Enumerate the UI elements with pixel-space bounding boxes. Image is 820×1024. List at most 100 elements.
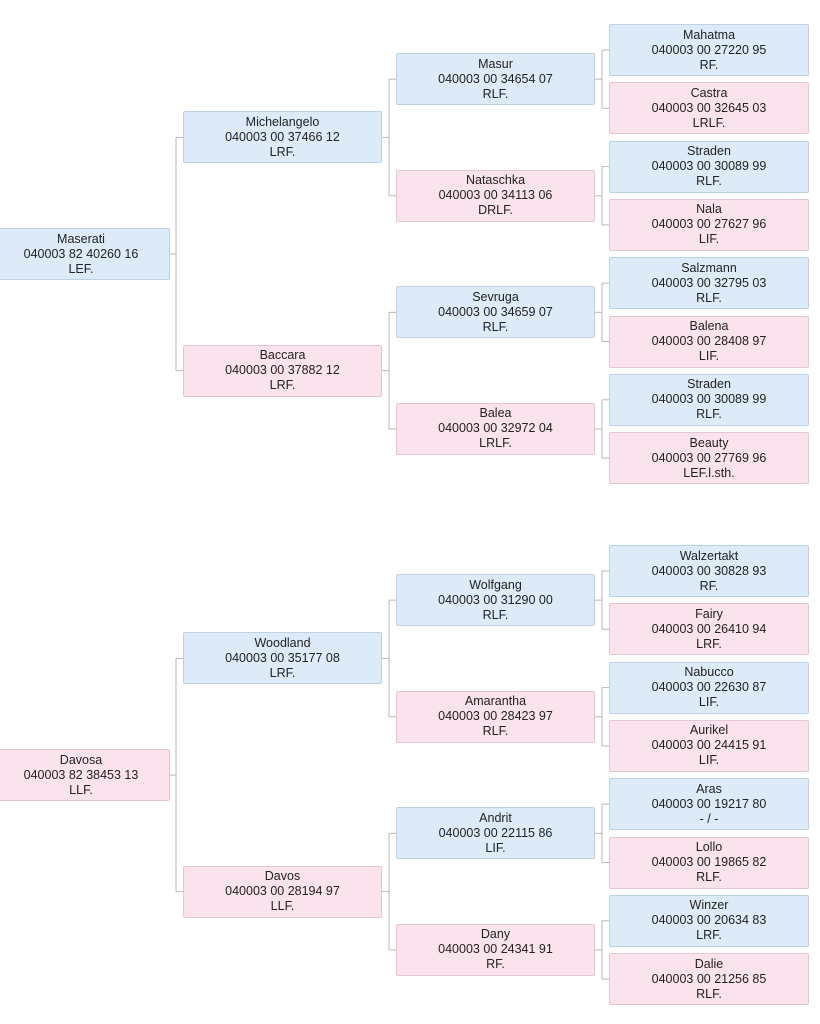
node-code: LRF.	[269, 378, 296, 393]
node-code: LRF.	[269, 144, 296, 159]
node-number: 040003 00 28423 97	[438, 709, 553, 724]
node-name: Balea	[479, 406, 512, 421]
node-name: Davosa	[59, 752, 103, 767]
node-name: Beauty	[689, 435, 729, 450]
node-number: 040003 00 20634 83	[651, 913, 767, 928]
node-name: Fairy	[695, 606, 723, 621]
node-number: 040003 00 22115 86	[438, 825, 553, 840]
node-code: LEF.	[68, 261, 94, 276]
node-number: 040003 00 37466 12	[225, 129, 340, 144]
node-number: 040003 00 32795 03	[651, 275, 767, 290]
node-code: LRF.	[696, 928, 722, 943]
node-number: 040003 00 27220 95	[651, 42, 767, 57]
node-code: RLF.	[696, 174, 722, 189]
node-code: RLF.	[696, 290, 722, 305]
node-name: Aras	[696, 781, 722, 796]
node-number: 040003 00 21256 85	[651, 971, 767, 986]
node-code: LLF.	[69, 782, 93, 797]
node-code: RLF.	[482, 607, 509, 622]
node-number: 040003 00 28194 97	[225, 884, 340, 899]
node-code: LRF.	[269, 665, 296, 680]
node-name: Amarantha	[464, 694, 527, 709]
node-number: 040003 00 22630 87	[651, 680, 767, 695]
node-name: Nataschka	[465, 173, 526, 188]
node-code: RF.	[699, 578, 719, 593]
node-number: 040003 00 27627 96	[651, 217, 767, 232]
node-name: Salzmann	[681, 260, 737, 275]
node-name: Winzer	[689, 898, 729, 913]
node-code: RLF.	[482, 86, 509, 101]
node-number: 040003 00 24415 91	[651, 738, 767, 753]
node-code: RLF.	[696, 986, 722, 1001]
node-number: 040003 00 24341 91	[438, 942, 553, 957]
node-name: Wolfgang	[469, 577, 522, 592]
node-code: LRLF.	[479, 436, 512, 451]
node-code: LIF.	[485, 840, 506, 855]
node-number: 040003 82 40260 16	[23, 246, 139, 261]
node-code: LEF.l.sth.	[683, 465, 735, 480]
node-code: RLF.	[696, 870, 722, 884]
node-name: Davos	[264, 869, 301, 884]
node-name: Straden	[687, 144, 731, 159]
node-name: Mahatma	[682, 27, 736, 42]
node-number: 040003 00 26410 94	[651, 621, 767, 636]
node-number: 040003 00 27769 96	[651, 450, 767, 465]
node-name: Michelangelo	[245, 114, 320, 129]
node-name: Dalie	[694, 956, 724, 971]
node-number: 040003 00 28408 97	[651, 334, 767, 348]
node-code: LIF.	[698, 349, 720, 363]
node-number: 040003 00 37882 12	[225, 363, 340, 378]
node-name: Andrit	[479, 810, 512, 825]
node-name: Baccara	[259, 348, 306, 363]
node-code: LIF.	[698, 695, 720, 710]
node-number: 040003 00 30828 93	[651, 563, 767, 578]
node-number: 040003 00 32972 04	[438, 421, 553, 436]
node-code: DRLF.	[478, 203, 513, 218]
node-number: 040003 00 31290 00	[438, 592, 553, 607]
node-name: Aurikel	[689, 723, 729, 738]
node-code: LLF.	[270, 899, 295, 914]
node-code: RF.	[699, 57, 719, 72]
node-name: Balena	[689, 319, 729, 333]
node-name: Straden	[687, 377, 731, 392]
node-name: Castra	[690, 85, 728, 100]
node-number: 040003 00 30089 99	[651, 159, 767, 174]
node-number: 040003 82 38453 13	[23, 767, 139, 782]
node-number: 040003 00 34113 06	[438, 188, 553, 203]
node-code: LRF.	[696, 636, 722, 651]
node-code: LIF.	[698, 232, 720, 247]
node-code: LRLF.	[692, 115, 726, 130]
